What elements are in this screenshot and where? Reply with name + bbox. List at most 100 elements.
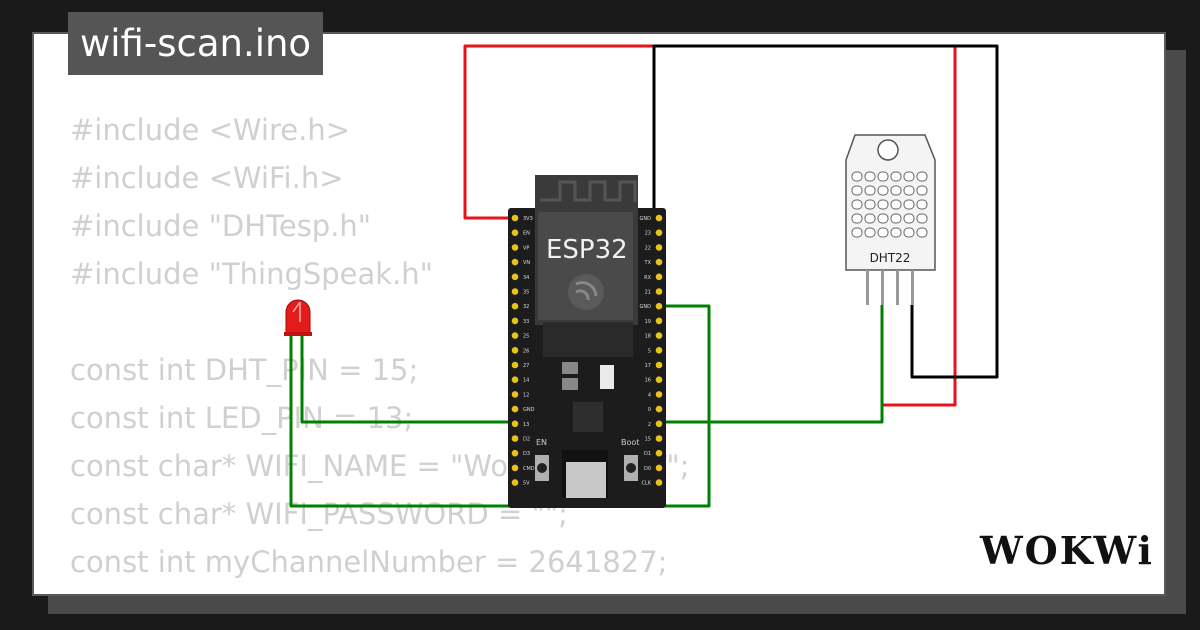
en-label: EN — [536, 438, 547, 447]
pin-left-10[interactable] — [511, 361, 519, 369]
pin-right-11[interactable] — [655, 376, 663, 384]
vent-slot — [903, 227, 915, 238]
pin-label: 23 — [645, 231, 651, 237]
pin-label: 25 — [523, 334, 529, 340]
code-line: #include <WiFi.h> — [70, 161, 344, 195]
code-line: const int LED_PIN = 13; — [70, 401, 414, 435]
vent-slot — [851, 199, 863, 210]
pin-right-18[interactable] — [655, 479, 663, 486]
pin-left-13[interactable] — [511, 405, 519, 413]
pin-right-3[interactable] — [655, 258, 663, 266]
pin-label: 5V — [523, 481, 530, 487]
pin-label: 14 — [523, 378, 529, 384]
vent-slot — [864, 227, 876, 238]
pin-left-9[interactable] — [511, 347, 519, 354]
pin-right-5[interactable] — [655, 288, 663, 295]
pin-label: 27 — [523, 363, 529, 369]
pin-left-7[interactable] — [511, 317, 519, 325]
pin-right-4[interactable] — [655, 273, 663, 281]
pin-left-3[interactable] — [511, 258, 519, 266]
code-line: const int myChannelNumber = 2641827; — [70, 545, 668, 579]
left-pin-header: 3V3ENVPVN343532332526271412GND13D2D3CMD5… — [511, 214, 535, 487]
pin-left-15[interactable] — [511, 435, 519, 442]
boot-label: Boot — [621, 438, 639, 447]
vent-slot — [864, 199, 876, 210]
pin-left-17[interactable] — [511, 464, 519, 472]
pin-left-0[interactable] — [511, 214, 519, 222]
pin-left-14[interactable] — [511, 420, 519, 428]
vent-slot — [890, 227, 902, 238]
pin-left-11[interactable] — [511, 376, 519, 384]
vent-slot — [864, 213, 876, 224]
code-line: const int DHT_PIN = 15; — [70, 353, 419, 387]
code-line: #include "DHTesp.h" — [70, 209, 372, 243]
pin-label: D0 — [644, 466, 651, 472]
antenna-icon — [540, 180, 637, 202]
pin-left-2[interactable] — [511, 244, 519, 251]
vent-slot — [851, 213, 863, 224]
pin-label: 18 — [645, 334, 651, 340]
vent-slot — [890, 199, 902, 210]
pin-label: RX — [644, 275, 651, 281]
vent-slot — [864, 171, 876, 182]
pin-label: 33 — [523, 319, 529, 325]
pin-label: 32 — [523, 304, 529, 310]
vent-slot — [877, 171, 889, 182]
pin-left-16[interactable] — [511, 449, 519, 457]
pin-right-14[interactable] — [655, 420, 663, 428]
pin-left-4[interactable] — [511, 273, 519, 281]
wire-black-gnd — [652, 44, 999, 379]
pin-label: 35 — [523, 290, 529, 296]
dht22-sensor[interactable]: DHT22 — [845, 134, 936, 305]
pin-right-12[interactable] — [655, 391, 663, 398]
pin-label: D3 — [523, 451, 530, 457]
pin-label: GND — [640, 216, 652, 222]
pin-label: 21 — [645, 290, 651, 296]
pin-right-13[interactable] — [655, 405, 663, 413]
pin-right-16[interactable] — [655, 449, 663, 457]
pin-label: 22 — [645, 245, 651, 251]
pin-label: VN — [523, 260, 530, 266]
pin-right-8[interactable] — [655, 332, 663, 339]
pin-left-6[interactable] — [511, 302, 519, 310]
pin-left-8[interactable] — [511, 332, 519, 339]
pin-right-1[interactable] — [655, 229, 663, 236]
pin-label: 16 — [645, 378, 651, 384]
pin-label: CLK — [641, 481, 651, 487]
pin-label: 13 — [523, 422, 529, 428]
vent-slot — [864, 185, 876, 196]
pin-label: GND — [640, 304, 652, 310]
wokwi-logo: WOKWi — [980, 528, 1154, 573]
pin-right-2[interactable] — [655, 244, 663, 251]
pin-right-0[interactable] — [655, 214, 663, 222]
wire-green-d15 — [654, 305, 884, 424]
pin-right-7[interactable] — [655, 317, 663, 325]
vent-slot — [903, 213, 915, 224]
pin-label: 34 — [523, 275, 529, 281]
vent-slot — [851, 185, 863, 196]
pin-right-10[interactable] — [655, 361, 663, 369]
vent-slot — [877, 227, 889, 238]
vent-slot — [877, 185, 889, 196]
esp32-module — [538, 212, 633, 320]
pin-left-5[interactable] — [511, 288, 519, 295]
pin-left-18[interactable] — [511, 479, 519, 486]
led-red[interactable] — [284, 299, 312, 336]
pin-left-12[interactable] — [511, 391, 519, 398]
pin-label: TX — [644, 260, 652, 266]
pin-left-1[interactable] — [511, 229, 519, 236]
vent-slot — [851, 227, 863, 238]
pin-right-17[interactable] — [655, 464, 663, 472]
pin-right-15[interactable] — [655, 435, 663, 442]
wire-green-gnd — [289, 304, 711, 508]
pin-right-6[interactable] — [655, 302, 663, 310]
board-label: ESP32 — [546, 235, 628, 265]
vent-slot — [903, 185, 915, 196]
esp32-board[interactable]: ESP32 EN Boot 3V3ENVPVN34353233252627141… — [508, 175, 666, 508]
pin-right-9[interactable] — [655, 347, 663, 354]
vent-slot — [903, 199, 915, 210]
wires — [289, 44, 999, 508]
code-line: const char* myApiKey = "H2FJTAL5C9C1OP9"… — [70, 586, 741, 594]
sensor-label: DHT22 — [870, 251, 911, 265]
